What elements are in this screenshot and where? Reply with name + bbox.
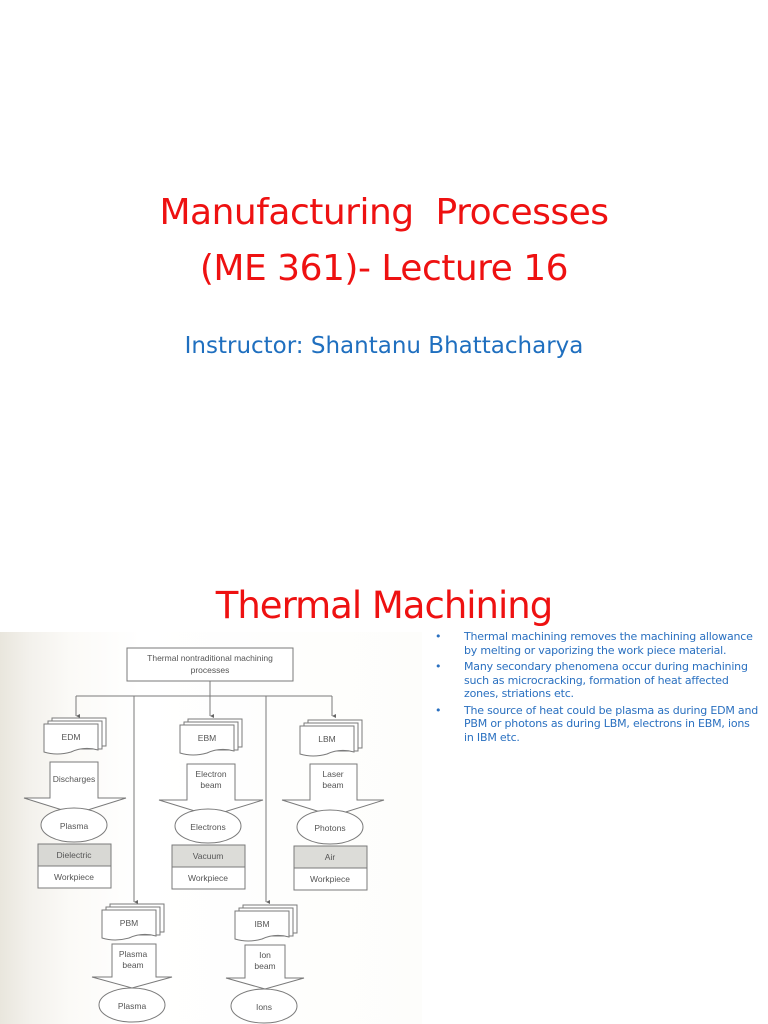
beam-edm: Discharges [53, 774, 96, 784]
environment-lbm: Air [325, 852, 336, 862]
bullet-item: • Thermal machining removes the machinin… [430, 630, 760, 657]
process-lbm: LBM [318, 734, 335, 744]
beam-pbm-1: Plasma [119, 949, 148, 959]
beam-lbm-2: beam [322, 780, 343, 790]
target-lbm: Workpiece [310, 874, 350, 884]
environment-edm: Dielectric [57, 850, 93, 860]
medium-lbm: Photons [314, 823, 345, 833]
beam-pbm-2: beam [122, 960, 143, 970]
slide-title: Thermal Machining [215, 584, 553, 627]
lecture-title-line-2: (ME 361)- Lecture 16 [199, 248, 569, 289]
process-ebm: EBM [198, 733, 216, 743]
medium-ibm: Ions [256, 1002, 272, 1012]
beam-ebm-2: beam [200, 780, 221, 790]
process-pbm: PBM [120, 918, 138, 928]
target-ebm: Workpiece [188, 873, 228, 883]
bullet-item: • The source of heat could be plasma as … [430, 704, 760, 745]
bullet-item: • Many secondary phenomena occur during … [430, 660, 760, 701]
bullet-icon: • [435, 660, 442, 673]
thermal-machining-diagram: Thermal nontraditional machining process… [0, 632, 422, 1024]
bullet-icon: • [435, 703, 442, 717]
diagram-root-line-1: Thermal nontraditional machining [147, 653, 273, 663]
target-edm: Workpiece [54, 872, 94, 882]
process-edm: EDM [62, 732, 81, 742]
beam-ibm-1: Ion [259, 950, 271, 960]
process-ibm: IBM [254, 919, 269, 929]
medium-edm: Plasma [60, 821, 89, 831]
bullet-text: Thermal machining removes the machining … [464, 630, 753, 657]
beam-ibm-2: beam [254, 961, 275, 971]
environment-ebm: Vacuum [193, 851, 224, 861]
bullet-text: The source of heat could be plasma as du… [464, 703, 759, 744]
medium-ebm: Electrons [190, 822, 225, 832]
medium-pbm: Plasma [118, 1001, 147, 1011]
beam-lbm-1: Laser [322, 769, 343, 779]
instructor-name: Instructor: Shantanu Bhattacharya [184, 333, 584, 359]
lecture-title-line-1: Manufacturing Processes [159, 192, 609, 233]
bullet-icon: • [435, 630, 442, 643]
bullet-text: Many secondary phenomena occur during ma… [464, 660, 748, 700]
bullet-list: • Thermal machining removes the machinin… [430, 630, 760, 747]
beam-ebm-1: Electron [195, 769, 226, 779]
diagram-root-line-2: processes [191, 665, 230, 675]
